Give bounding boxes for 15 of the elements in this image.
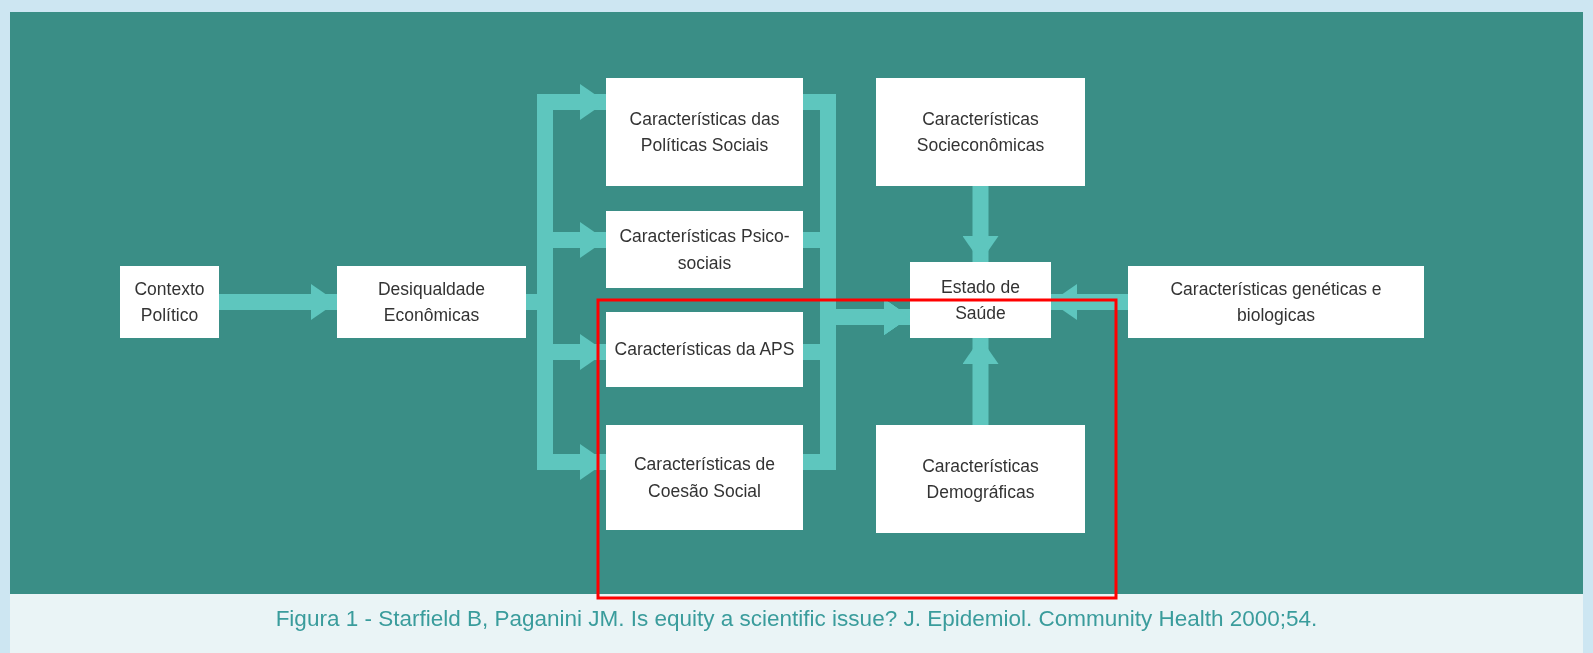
thick-arrow (962, 186, 999, 262)
text-box: Características Socieconômicas (876, 78, 1085, 186)
text-box: Estado de Saúde (910, 262, 1051, 338)
text-box: Características Demográficas (876, 425, 1085, 533)
text-box: Desiqualdade Econômicas (337, 266, 526, 338)
text-box: Características das Políticas Sociais (606, 78, 803, 186)
text-box: Características Psico-sociais (606, 211, 803, 288)
text-box: Características de Coesão Social (606, 425, 803, 530)
text-box: Características genéticas e biologicas (1128, 266, 1424, 338)
text-box: Características da APS (606, 312, 803, 387)
thick-arrow (1051, 284, 1128, 320)
thick-arrow (219, 284, 337, 320)
text-box: Contexto Político (120, 266, 219, 338)
figure-caption: Figura 1 - Starfield B, Paganini JM. Is equity a scientific issue? J. Epidemiol. Community Health 2000;54. (274, 606, 1319, 632)
thick-arrow (962, 338, 999, 425)
